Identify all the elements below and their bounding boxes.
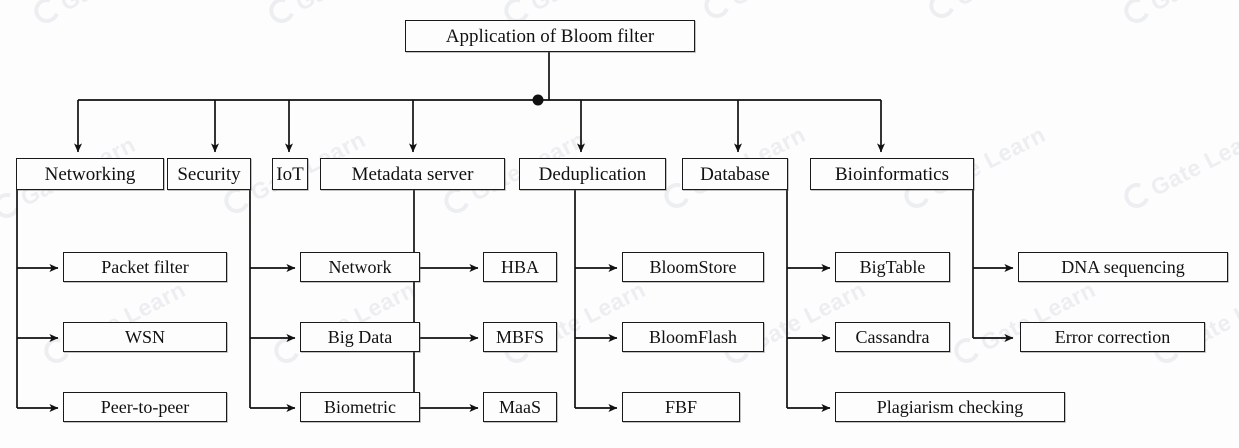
leaf-peer-to-peer[interactable]: Peer-to-peer bbox=[63, 392, 227, 422]
node-label: Networking bbox=[44, 163, 136, 185]
watermark-text: Gate Learn bbox=[1120, 0, 1239, 30]
leaf-bloomstore[interactable]: BloomStore bbox=[622, 252, 764, 282]
gate-logo-icon bbox=[700, 0, 734, 23]
node-label: Metadata server bbox=[351, 163, 474, 185]
node-label: WSN bbox=[125, 327, 165, 347]
leaf-fbf[interactable]: FBF bbox=[622, 392, 740, 422]
node-security[interactable]: Security bbox=[167, 158, 251, 190]
node-root[interactable]: Application of Bloom filter bbox=[405, 20, 695, 52]
node-label: Network bbox=[328, 257, 392, 277]
watermark-text: Gate Learn bbox=[1120, 120, 1239, 215]
leaf-big-data[interactable]: Big Data bbox=[300, 322, 420, 352]
node-label: BigTable bbox=[859, 257, 926, 277]
node-label: IoT bbox=[276, 163, 304, 185]
leaf-packet-filter[interactable]: Packet filter bbox=[63, 252, 227, 282]
leaf-network[interactable]: Network bbox=[300, 252, 420, 282]
node-label: Cassandra bbox=[855, 327, 930, 347]
node-iot[interactable]: IoT bbox=[272, 158, 308, 190]
node-label: Security bbox=[177, 163, 241, 185]
leaf-bigtable[interactable]: BigTable bbox=[835, 252, 950, 282]
gate-logo-icon bbox=[950, 333, 984, 368]
leaf-maas[interactable]: MaaS bbox=[483, 392, 557, 422]
gate-logo-icon bbox=[0, 188, 24, 223]
gate-logo-icon bbox=[925, 0, 959, 23]
leaf-dna-sequencing[interactable]: DNA sequencing bbox=[1018, 252, 1228, 282]
node-label: HBA bbox=[500, 257, 539, 277]
node-label: Biometric bbox=[324, 397, 396, 417]
gate-logo-icon bbox=[1120, 0, 1154, 28]
node-label: FBF bbox=[664, 397, 698, 417]
node-metadata-server[interactable]: Metadata server bbox=[320, 158, 505, 190]
gate-logo-icon bbox=[265, 0, 299, 28]
node-label: MaaS bbox=[499, 397, 541, 417]
node-database[interactable]: Database bbox=[682, 158, 788, 190]
gate-logo-icon bbox=[1120, 178, 1154, 213]
node-label: Plagiarism checking bbox=[876, 397, 1024, 417]
gate-logo-icon bbox=[30, 0, 64, 28]
watermark-text: Gate Learn bbox=[700, 0, 850, 25]
watermark-text: Gate Learn bbox=[265, 0, 415, 30]
leaf-plagiarism-checking[interactable]: Plagiarism checking bbox=[835, 392, 1065, 422]
leaf-hba[interactable]: HBA bbox=[483, 252, 557, 282]
leaf-biometric[interactable]: Biometric bbox=[300, 392, 420, 422]
leaf-bloomflash[interactable]: BloomFlash bbox=[622, 322, 764, 352]
node-label: Application of Bloom filter bbox=[445, 25, 655, 47]
node-networking[interactable]: Networking bbox=[16, 158, 164, 190]
node-label: Big Data bbox=[327, 327, 393, 347]
leaf-cassandra[interactable]: Cassandra bbox=[835, 322, 950, 352]
node-label: Database bbox=[700, 163, 770, 185]
bus-junction-dot bbox=[532, 94, 544, 106]
watermark-text: Gate Learn bbox=[30, 0, 180, 30]
node-label: Packet filter bbox=[101, 257, 189, 277]
node-label: BloomFlash bbox=[648, 327, 737, 347]
leaf-wsn[interactable]: WSN bbox=[63, 322, 227, 352]
node-bioinformatics[interactable]: Bioinformatics bbox=[810, 158, 974, 190]
leaf-mbfs[interactable]: MBFS bbox=[483, 322, 557, 352]
node-label: Deduplication bbox=[538, 163, 647, 185]
gate-logo-icon bbox=[270, 333, 304, 368]
node-label: Peer-to-peer bbox=[100, 397, 190, 417]
node-deduplication[interactable]: Deduplication bbox=[519, 158, 666, 190]
node-label: BloomStore bbox=[649, 257, 737, 277]
leaf-error-correction[interactable]: Error correction bbox=[1020, 322, 1205, 352]
node-label: MBFS bbox=[495, 327, 545, 347]
node-label: Error correction bbox=[1054, 327, 1171, 347]
watermark-text: Gate Learn bbox=[925, 0, 1075, 25]
node-label: Bioinformatics bbox=[835, 163, 949, 185]
node-label: DNA sequencing bbox=[1061, 257, 1185, 277]
